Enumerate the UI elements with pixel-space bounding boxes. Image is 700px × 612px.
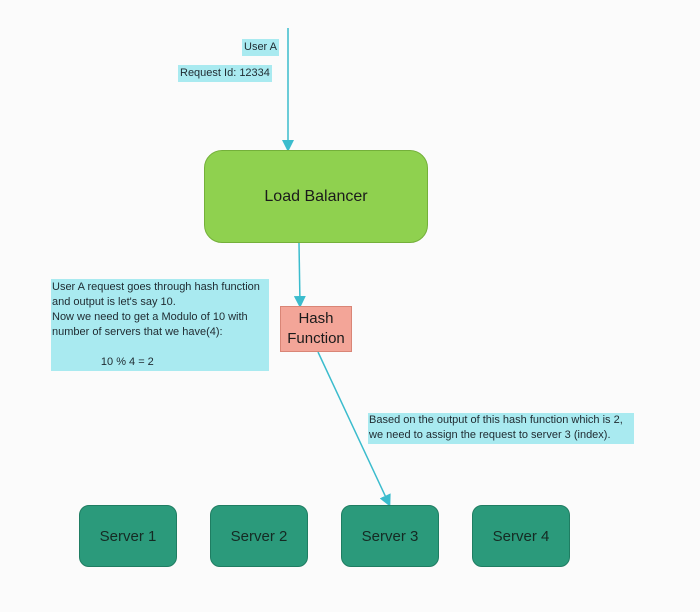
assignment-note: Based on the output of this hash functio…	[368, 413, 634, 444]
load-balancer-node: Load Balancer	[204, 150, 428, 243]
server-1-node: Server 1	[79, 505, 177, 567]
server-3-node: Server 3	[341, 505, 439, 567]
request-id-label: Request Id: 12334	[178, 65, 272, 82]
server-2-node: Server 2	[210, 505, 308, 567]
server-4-node: Server 4	[472, 505, 570, 567]
user-label: User A	[242, 39, 280, 56]
hash-explanation-note: User A request goes through hash functio…	[51, 279, 269, 371]
hash-function-node: Hash Function	[280, 306, 352, 352]
hash-to-server3-arrow	[317, 351, 391, 507]
lb-to-hash-arrow	[293, 242, 306, 308]
